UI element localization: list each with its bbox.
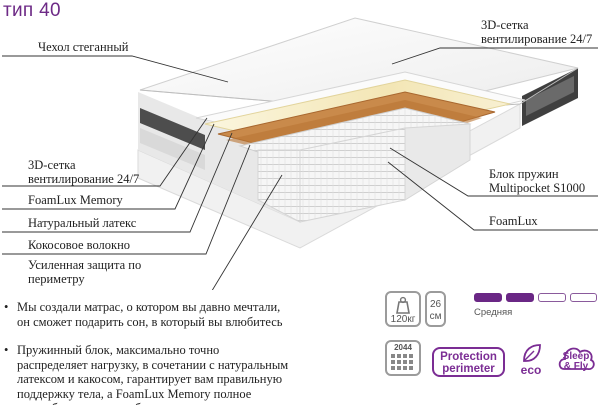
leaf-icon: [523, 344, 541, 362]
protection-perimeter-badge: Protection perimeter: [432, 347, 505, 377]
firmness-bar-1: [474, 293, 502, 302]
sleep-line2: & Fly: [563, 361, 589, 372]
label-coconut: Кокосовое волокно: [28, 238, 131, 252]
label-mesh-left-line2: вентилирование 24/7: [28, 172, 140, 186]
label-springs-line1: Блок пружин: [489, 167, 559, 181]
label-springs-line2: Multipocket S1000: [489, 181, 586, 195]
description-paragraph-2: • Пружинный блок, максимально точно расп…: [4, 343, 359, 405]
cloud-icon: [558, 347, 595, 370]
firmness-bar-3: [538, 293, 566, 302]
label-mesh-right-line1: 3D-сетка: [481, 18, 529, 32]
page-title: тип 40: [3, 0, 61, 21]
mattress-illustration: [2, 17, 598, 290]
bullet: •: [4, 343, 9, 357]
eco-badge: eco: [514, 341, 548, 379]
firmness-bar-4: [570, 293, 597, 302]
protection-line2: perimeter: [442, 363, 495, 375]
firmness-bar-2: [506, 293, 534, 302]
weight-value: 120кг: [390, 314, 416, 325]
height-unit: см: [429, 311, 442, 322]
sleep-fly-badge: Sleep & Fly: [556, 339, 596, 377]
weight-icon: [396, 296, 410, 314]
springs-count: 2044: [394, 343, 412, 352]
spring-grid-icon: [391, 354, 413, 370]
sleep-line1: Sleep: [562, 351, 590, 362]
label-cover: Чехол стеганный: [38, 40, 129, 54]
firmness-label: Средняя: [474, 307, 513, 318]
paragraph-text: Мы создали матрас, о котором вы давно ме…: [17, 300, 283, 329]
label-foamlux: FoamLux: [489, 214, 538, 228]
label-mesh-left-line1: 3D-сетка: [28, 158, 76, 172]
label-foamlux-memory: FoamLux Memory: [28, 193, 123, 207]
paragraph-text: Пружинный блок, максимально точно распре…: [17, 343, 289, 405]
bullet: •: [4, 300, 9, 314]
description-paragraph-1: • Мы создали матрас, о котором вы давно …: [4, 300, 359, 329]
weight-badge: 120кг: [385, 291, 421, 327]
label-mesh-right-line2: вентилирование 24/7: [481, 32, 593, 46]
label-latex: Натуральный латекс: [28, 216, 137, 230]
label-perimeter-line1: Усиленная защита по: [28, 258, 142, 272]
protection-line1: Protection: [440, 351, 497, 363]
eco-label: eco: [520, 363, 542, 377]
height-value: 26: [429, 299, 442, 310]
springs-badge: 2044: [385, 340, 421, 376]
height-badge: 26 см: [425, 291, 446, 327]
label-perimeter-line2: периметру: [28, 272, 85, 286]
